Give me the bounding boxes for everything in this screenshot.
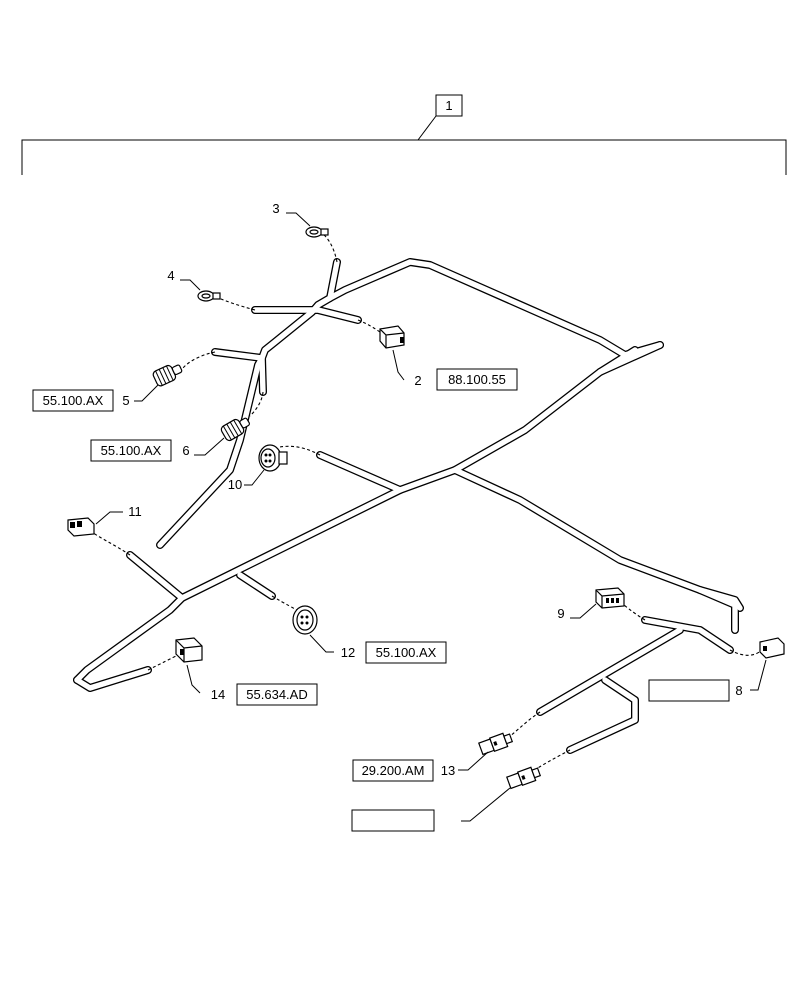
harness-wire-fill xyxy=(157,259,663,548)
harness-wire-fill xyxy=(74,342,663,683)
round-connector-5 xyxy=(152,364,183,387)
harness-wire-outline xyxy=(156,258,664,549)
harness-wire-fill xyxy=(452,467,743,611)
harness-wire-fill xyxy=(127,452,403,601)
callout-8: 9 xyxy=(557,603,597,621)
reference-box-2 xyxy=(436,368,518,391)
item-number-5: 5 xyxy=(122,393,129,408)
round-socket-9 xyxy=(258,444,288,472)
reference-code-13: 55.634.AD xyxy=(246,687,307,702)
harness-wire-fill xyxy=(537,627,683,753)
harness-wire-fill xyxy=(252,259,361,323)
callout-9: 10 xyxy=(228,469,265,492)
reference-box-14 xyxy=(351,809,435,832)
rectangular-connector-2 xyxy=(379,325,405,349)
reference-box-12 xyxy=(352,759,434,782)
callout-3: 3 xyxy=(272,201,311,227)
callout-7: 8 xyxy=(648,659,767,702)
round-socket-11 xyxy=(292,605,318,635)
rectangular-connector-7 xyxy=(759,637,785,659)
reference-box-5 xyxy=(32,389,114,412)
item-number-8: 9 xyxy=(557,606,564,621)
reference-code-2: 88.100.55 xyxy=(448,372,506,387)
reference-box-6 xyxy=(90,439,172,462)
callout-10: 11 xyxy=(95,504,142,525)
reference-box-13 xyxy=(236,683,318,706)
item-number-6: 6 xyxy=(182,443,189,458)
round-connector-6 xyxy=(220,417,250,442)
callout-6: 6 55.100.AX xyxy=(90,437,225,462)
harness-wires xyxy=(73,258,744,754)
reference-code-6: 55.100.AX xyxy=(101,443,162,458)
item-number-9: 10 xyxy=(228,477,242,492)
item-number-4: 4 xyxy=(167,268,174,283)
rectangular-connector-8 xyxy=(595,587,625,609)
item-number-10: 11 xyxy=(128,504,142,519)
item-number-7: 8 xyxy=(735,683,742,698)
reference-code-12: 29.200.AM xyxy=(362,763,425,778)
callout-13: 14 55.634.AD xyxy=(186,664,318,706)
assembly-callout-label: 1 xyxy=(445,98,452,113)
callout-2: 2 88.100.55 xyxy=(392,349,518,391)
inline-connector-14 xyxy=(506,766,542,790)
item-number-2: 2 xyxy=(414,373,421,388)
ring-terminal-4 xyxy=(197,290,221,302)
item-number-11: 12 xyxy=(341,645,355,660)
callout-14 xyxy=(351,787,511,832)
callout-11: 12 55.100.AX xyxy=(309,634,447,664)
item-number-12: 13 xyxy=(441,763,455,778)
harness-wire-fill xyxy=(212,349,266,395)
reference-box-11 xyxy=(365,641,447,664)
reference-code-11: 55.100.AX xyxy=(376,645,437,660)
reference-box-7 xyxy=(648,679,730,702)
reference-code-5: 55.100.AX xyxy=(43,393,104,408)
callout-12: 13 29.200.AM xyxy=(352,751,489,782)
rectangular-connector-13 xyxy=(175,637,203,663)
item-number-3: 3 xyxy=(272,201,279,216)
assembly-callout-box xyxy=(435,94,463,117)
rectangular-connector-10 xyxy=(67,517,95,537)
ring-terminal-3 xyxy=(305,226,329,238)
callout-4: 4 xyxy=(167,268,201,291)
item-number-13: 14 xyxy=(211,687,225,702)
harness-wire-fill xyxy=(597,347,738,653)
assembly-bracket: 1 xyxy=(21,94,787,175)
harness-wire-fill xyxy=(237,572,275,599)
inline-connector-12 xyxy=(478,732,514,756)
callout-5: 5 55.100.AX xyxy=(32,384,159,412)
harness-wire-fill xyxy=(74,667,151,691)
harness-wire-outline xyxy=(126,451,404,602)
